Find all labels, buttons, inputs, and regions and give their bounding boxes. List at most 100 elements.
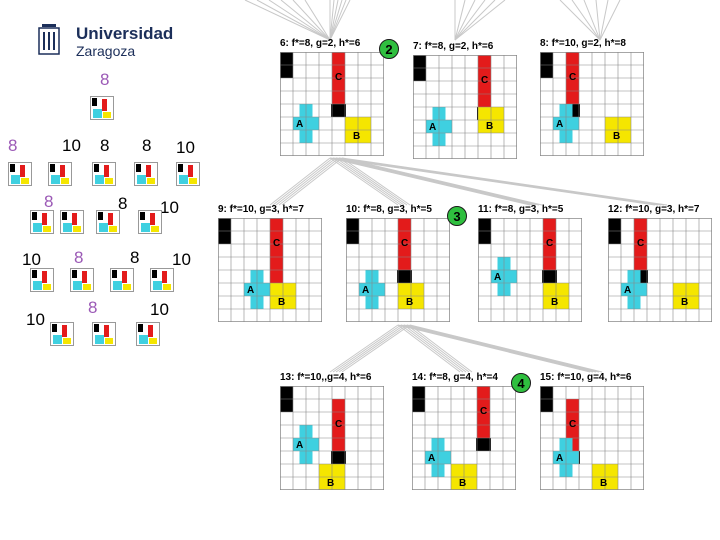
piece-label-b: B xyxy=(327,478,334,489)
node-label: 10: f*=8, g=3, h*=5 xyxy=(346,204,432,215)
tree-edge xyxy=(272,157,334,206)
university-name: Universidad xyxy=(76,24,174,43)
tree-edge xyxy=(338,157,665,206)
tree-edge xyxy=(454,0,496,41)
mini-board xyxy=(92,162,116,186)
tree-edge xyxy=(335,157,662,206)
node-label: 8: f*=10, g=2, h*=8 xyxy=(540,38,626,49)
tree-edge xyxy=(329,0,351,41)
tree-edge xyxy=(280,0,331,41)
mini-board xyxy=(8,162,32,186)
tree-edge xyxy=(454,0,506,41)
tree-edge xyxy=(571,0,601,41)
piece-label-c: C xyxy=(481,75,488,86)
university-city: Zaragoza xyxy=(76,43,136,59)
black-block xyxy=(331,451,346,464)
tree-edge xyxy=(332,324,402,373)
tree-value: 10 xyxy=(160,198,179,217)
piece-label-a: A xyxy=(428,453,435,464)
tree-edge xyxy=(268,0,331,41)
node-label: 15: f*=10, g=4, h*=6 xyxy=(540,372,632,383)
yellow-piece-b xyxy=(618,130,631,143)
tree-edge xyxy=(595,0,601,41)
tree-value: 10 xyxy=(22,250,41,269)
puzzle-board: CAB xyxy=(412,386,516,490)
piece-label-a: A xyxy=(296,119,303,130)
piece-label-b: B xyxy=(486,121,493,132)
tree-edge xyxy=(335,324,405,373)
puzzle-board: C A B xyxy=(608,218,712,322)
puzzle-board: CAB xyxy=(540,386,644,490)
node-label: 9: f*=10, g=3, h*=7 xyxy=(218,204,304,215)
tree-edge xyxy=(406,324,600,373)
mini-board xyxy=(60,210,84,234)
piece-label-b: B xyxy=(600,478,607,489)
piece-label-a: A xyxy=(624,285,631,296)
tree-edge xyxy=(341,157,668,206)
mini-board xyxy=(50,322,74,346)
tree-edge xyxy=(403,324,467,373)
red-piece-c xyxy=(270,218,283,283)
step-badge: 2 xyxy=(379,39,399,59)
tree-edge xyxy=(256,0,331,41)
yellow-piece-b xyxy=(686,296,699,309)
step-badge: 4 xyxy=(511,373,531,393)
mini-board xyxy=(176,162,200,186)
mini-board xyxy=(96,210,120,234)
piece-label-c: C xyxy=(546,238,553,249)
tree-edge xyxy=(454,0,476,41)
tree-edge xyxy=(409,324,473,373)
puzzle-board: CAB xyxy=(218,218,322,322)
piece-label-b: B xyxy=(406,297,413,308)
tree-value: 8 xyxy=(74,248,84,267)
tree-edge xyxy=(292,0,331,41)
tree-value: 10 xyxy=(62,136,81,155)
tree-edge xyxy=(329,0,339,41)
tree-edge xyxy=(454,0,466,41)
piece-label-c: C xyxy=(335,72,342,83)
mini-board xyxy=(138,210,162,234)
tree-value: 10 xyxy=(172,250,191,269)
tree-edge xyxy=(397,324,591,373)
puzzle-board: CAB xyxy=(478,218,582,322)
node-label: 14: f*=8, g=4, h*=4 xyxy=(412,372,498,383)
tree-edge xyxy=(409,324,603,373)
piece-label-a: A xyxy=(296,440,303,451)
piece-label-a: A xyxy=(494,272,501,283)
tree-edge xyxy=(338,324,408,373)
tree-edge xyxy=(329,157,399,206)
tree-edge xyxy=(583,0,601,41)
tree-edge xyxy=(341,157,411,206)
tree-edge xyxy=(454,0,486,41)
tree-value: 8 xyxy=(44,192,54,211)
puzzle-board: CAB xyxy=(540,52,644,156)
tree-edge xyxy=(335,157,537,206)
tree-edge xyxy=(332,157,402,206)
piece-label-b: B xyxy=(613,131,620,142)
tree-edge xyxy=(329,157,531,206)
black-block xyxy=(476,438,491,451)
yellow-piece-b xyxy=(605,477,618,490)
piece-label-b: B xyxy=(681,297,688,308)
node-label: 11: f*=8, g=3, h*=5 xyxy=(478,204,564,215)
piece-label-b: B xyxy=(278,297,285,308)
piece-label-c: C xyxy=(273,238,280,249)
mini-board xyxy=(134,162,158,186)
piece-label-a: A xyxy=(556,453,563,464)
tree-edge xyxy=(599,0,621,41)
mini-board xyxy=(48,162,72,186)
node-label: 7: f*=8, g=2, h*=6 xyxy=(413,41,494,52)
tree-value: 10 xyxy=(150,300,169,319)
piece-label-c: C xyxy=(637,238,644,249)
piece-label-a: A xyxy=(362,285,369,296)
tree-edge xyxy=(244,0,331,41)
tree-edge xyxy=(559,0,601,41)
tree-edge xyxy=(335,157,405,206)
